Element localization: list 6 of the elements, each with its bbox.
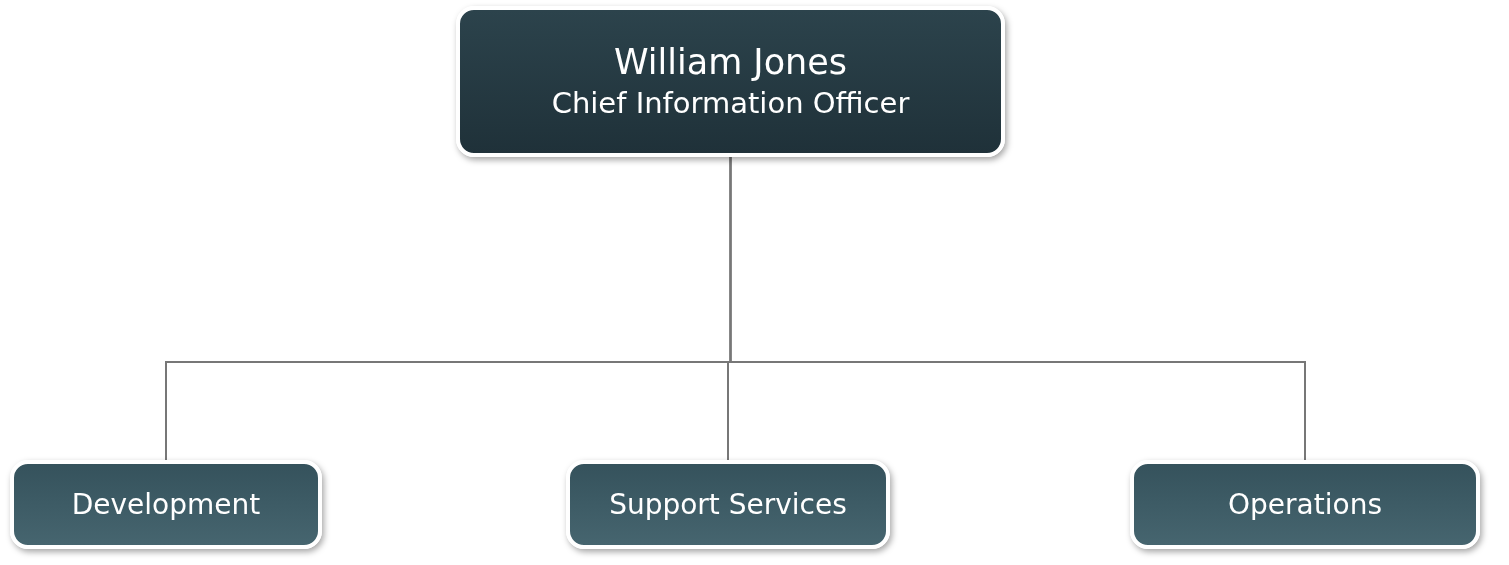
person-name: William Jones xyxy=(613,40,848,84)
department-name: Operations xyxy=(1228,488,1382,521)
department-name: Development xyxy=(71,488,261,521)
department-name: Support Services xyxy=(609,488,847,521)
job-title: Chief Information Officer xyxy=(551,84,910,122)
connector-line xyxy=(729,156,1306,461)
